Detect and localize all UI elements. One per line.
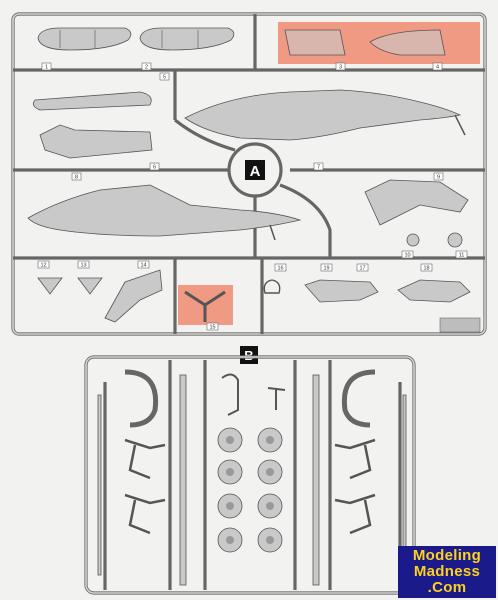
svg-text:7: 7 xyxy=(317,165,320,171)
wheels xyxy=(217,427,283,553)
svg-text:11: 11 xyxy=(459,253,465,259)
logo-line-3: .Com xyxy=(427,579,467,596)
sprue-a-label: A xyxy=(250,163,261,180)
fuselage-half-right xyxy=(184,89,462,141)
svg-text:1: 1 xyxy=(45,65,48,71)
svg-text:4: 4 xyxy=(436,65,439,71)
part-3 xyxy=(284,29,346,56)
svg-text:18: 18 xyxy=(423,266,429,272)
svg-text:5: 5 xyxy=(163,75,166,81)
svg-text:17: 17 xyxy=(359,266,365,272)
svg-text:14: 14 xyxy=(140,263,146,269)
svg-text:15: 15 xyxy=(209,325,215,331)
part-5 xyxy=(32,91,152,111)
strut-left xyxy=(179,374,187,586)
svg-text:12: 12 xyxy=(40,263,46,269)
part-6 xyxy=(39,124,153,159)
gear-leg-right-1 xyxy=(334,438,376,480)
part-10 xyxy=(406,233,420,247)
part-4 xyxy=(369,29,446,56)
svg-text:8: 8 xyxy=(75,175,78,181)
gear-bit-top-right xyxy=(267,387,286,410)
part-15 xyxy=(184,290,226,322)
logo-line-1: Modeling xyxy=(412,547,482,564)
gear-leg-right-2 xyxy=(334,493,376,535)
svg-text:6: 6 xyxy=(153,165,156,171)
rod-left xyxy=(97,394,102,576)
sprue-b-label-box xyxy=(240,346,258,364)
sprue-a-label-box xyxy=(245,160,265,180)
fuselage-half-left xyxy=(27,184,302,237)
part-17 xyxy=(304,279,379,303)
gear-leg-left-2 xyxy=(124,493,166,535)
svg-text:9: 9 xyxy=(437,175,440,181)
svg-text:10: 10 xyxy=(404,253,410,259)
part-9 xyxy=(364,179,469,226)
part-12 xyxy=(37,277,63,295)
part-16 xyxy=(263,279,281,294)
part-2 xyxy=(139,27,235,51)
sprue-b: B xyxy=(84,346,416,595)
wheel-well-left xyxy=(124,369,159,428)
gear-bit-top-left xyxy=(221,373,239,416)
svg-text:16: 16 xyxy=(277,266,283,272)
modelingmadness-logo: Modeling Madness .Com xyxy=(398,546,496,598)
gear-leg-left-1 xyxy=(124,438,166,480)
part-18 xyxy=(397,279,471,303)
svg-text:19: 19 xyxy=(323,266,329,272)
wheel-well-right xyxy=(341,369,376,428)
part-1 xyxy=(37,27,132,51)
sprue-a: A xyxy=(11,12,487,336)
part-number-tags: 1 2 3 4 5 6 7 8 9 10 11 12 13 14 15 16 1… xyxy=(37,62,468,331)
strut-right xyxy=(312,374,320,586)
svg-text:2: 2 xyxy=(145,65,148,71)
svg-text:13: 13 xyxy=(80,263,86,269)
logo-line-2: Madness xyxy=(413,563,481,580)
svg-text:3: 3 xyxy=(339,65,342,71)
part-13 xyxy=(77,277,103,295)
part-14 xyxy=(104,269,163,323)
part-11 xyxy=(447,232,463,248)
